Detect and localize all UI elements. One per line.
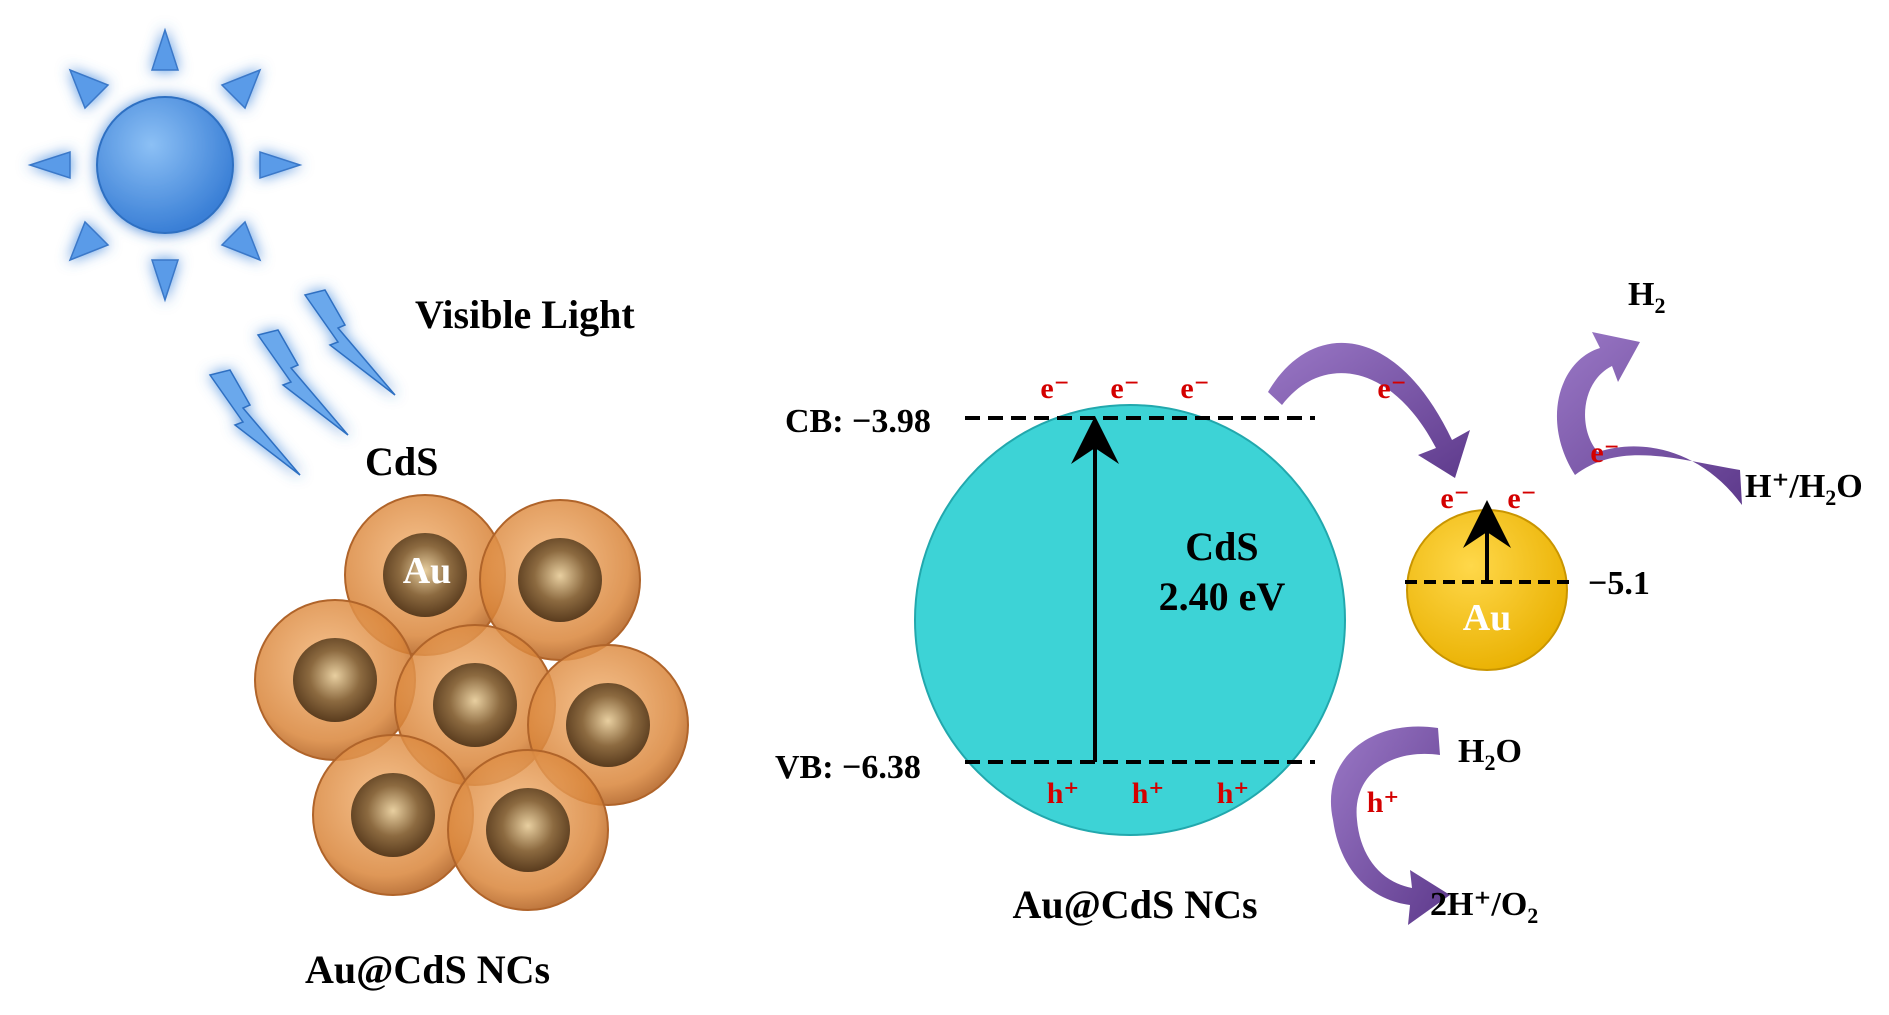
band-gap-label: 2.40 eV [1159,574,1286,619]
nanoparticle [344,494,506,656]
nanoparticle [447,749,609,911]
au-electron-1: e⁻ [1440,482,1469,515]
au-particle-label: Au [1463,597,1512,639]
transfer-electron: e⁻ [1377,372,1406,405]
hole-3: h⁺ [1217,777,1250,810]
right-caption: Au@CdS NCs [1012,882,1257,927]
cds-shell-label: CdS [365,439,438,484]
nanoparticle [312,734,474,896]
left-caption: Au@CdS NCs [305,947,550,992]
h-plus-h2o-reactant: H⁺/H2O [1745,468,1863,510]
h2o-reactant: H2O [1458,733,1522,775]
au-core-label: Au [403,550,452,592]
sun-icon [27,27,303,303]
electron-2: e⁻ [1110,372,1139,405]
cds-material-label: CdS [1185,524,1258,569]
hole-2: h⁺ [1132,777,1165,810]
visible-light-label: Visible Light [415,292,635,337]
au-electron-2: e⁻ [1507,482,1536,515]
electron-3: e⁻ [1180,372,1209,405]
electron-1: e⁻ [1040,372,1069,405]
o2-product: 2H⁺/O2 [1430,886,1538,928]
nanocluster-group [254,494,689,911]
light-ray-icon [208,289,396,476]
reduction-electron: e⁻ [1590,436,1619,469]
cds-sphere [914,404,1346,836]
h2-product: H2 [1628,276,1665,318]
curved-arrow-icon [1268,332,1742,925]
hole-1: h⁺ [1047,777,1080,810]
fermi-level-label: −5.1 [1588,565,1650,602]
vb-label: VB: −6.38 [775,749,921,786]
cb-label: CB: −3.98 [785,403,931,440]
oxidation-hole: h⁺ [1367,786,1400,819]
